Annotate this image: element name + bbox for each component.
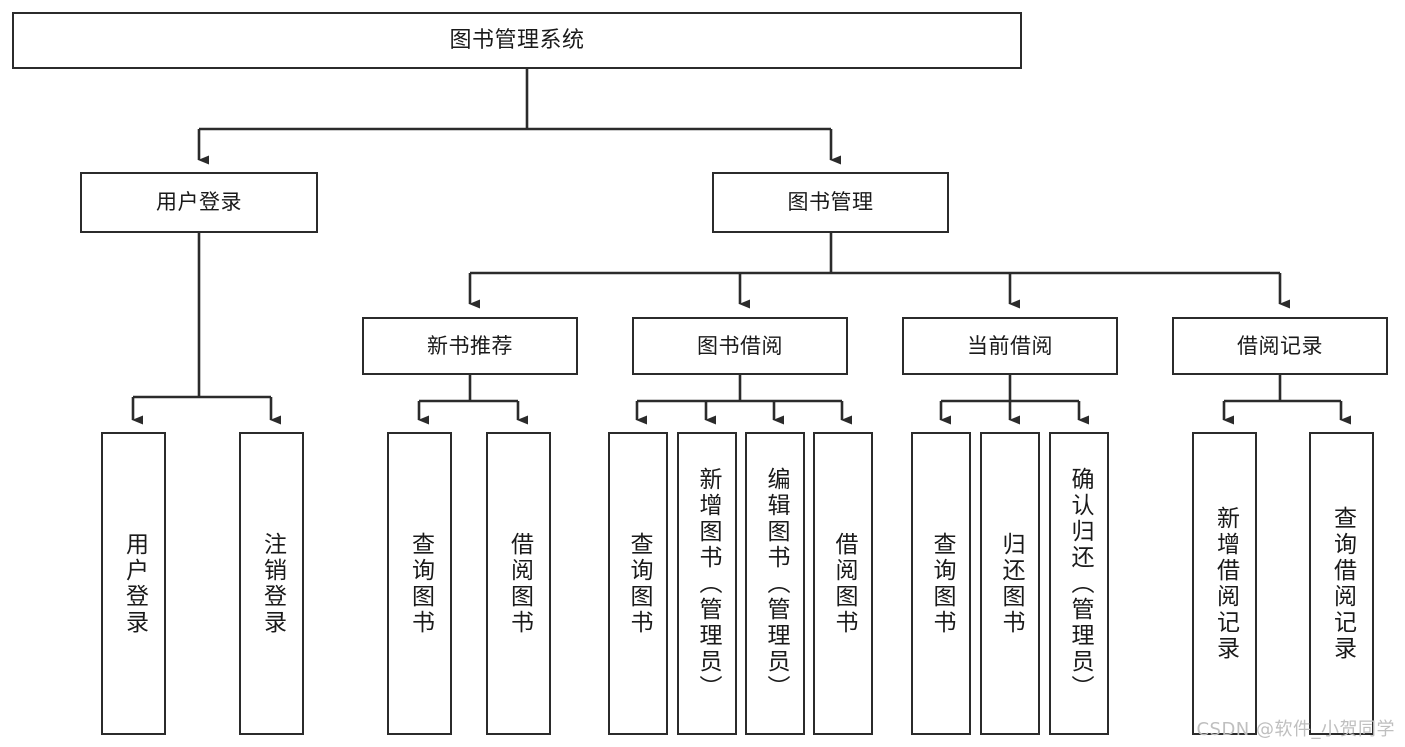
leaf-borrow-book-recommend[interactable]: 借阅图书 (486, 432, 551, 735)
node-label: 用户登录 (156, 190, 242, 215)
node-label: 图书管理 (787, 190, 874, 215)
leaf-user-login[interactable]: 用户登录 (101, 432, 166, 735)
leaf-confirm-return-admin[interactable]: 确认归还（管理员） (1049, 432, 1109, 735)
node-book-management[interactable]: 图书管理 (712, 172, 949, 233)
leaf-query-book-borrow[interactable]: 查询图书 (608, 432, 668, 735)
node-label: 归还图书 (997, 531, 1024, 636)
leaf-edit-book-admin[interactable]: 编辑图书（管理员） (745, 432, 805, 735)
leaf-logout-login[interactable]: 注销登录 (239, 432, 304, 735)
node-label: 当前借阅 (967, 333, 1053, 358)
csdn-watermark: CSDN @软件_小贺同学 (1196, 719, 1395, 740)
node-book-borrow[interactable]: 图书借阅 (632, 317, 848, 375)
node-label: 用户登录 (121, 531, 148, 636)
node-label: 查询图书 (625, 531, 652, 636)
node-label: 图书管理系统 (449, 27, 585, 53)
leaf-query-borrow-record[interactable]: 查询借阅记录 (1309, 432, 1374, 735)
node-label: 注销登录 (259, 531, 286, 636)
leaf-add-borrow-record[interactable]: 新增借阅记录 (1192, 432, 1257, 735)
node-new-book-recommend[interactable]: 新书推荐 (362, 317, 578, 375)
leaf-query-book-current[interactable]: 查询图书 (911, 432, 971, 735)
leaf-return-book[interactable]: 归还图书 (980, 432, 1040, 735)
node-root-book-management-system[interactable]: 图书管理系统 (12, 12, 1022, 69)
node-label: 查询借阅记录 (1329, 505, 1356, 662)
node-label: 查询图书 (928, 531, 955, 636)
node-label: 图书借阅 (697, 333, 783, 358)
node-label: 新增借阅记录 (1212, 505, 1239, 662)
node-label: 确认归还（管理员） (1066, 466, 1093, 701)
leaf-borrow-book-borrow[interactable]: 借阅图书 (813, 432, 873, 735)
node-label: 借阅记录 (1237, 333, 1323, 358)
node-borrow-record[interactable]: 借阅记录 (1172, 317, 1388, 375)
node-current-borrow[interactable]: 当前借阅 (902, 317, 1118, 375)
node-label: 借阅图书 (830, 531, 857, 636)
node-label: 新增图书（管理员） (694, 466, 721, 701)
node-label: 查询图书 (407, 531, 434, 636)
node-label: 借阅图书 (506, 531, 533, 636)
node-label: 编辑图书（管理员） (762, 466, 789, 701)
leaf-query-book-recommend[interactable]: 查询图书 (387, 432, 452, 735)
leaf-add-book-admin[interactable]: 新增图书（管理员） (677, 432, 737, 735)
node-label: 新书推荐 (427, 333, 513, 358)
node-user-login[interactable]: 用户登录 (80, 172, 318, 233)
